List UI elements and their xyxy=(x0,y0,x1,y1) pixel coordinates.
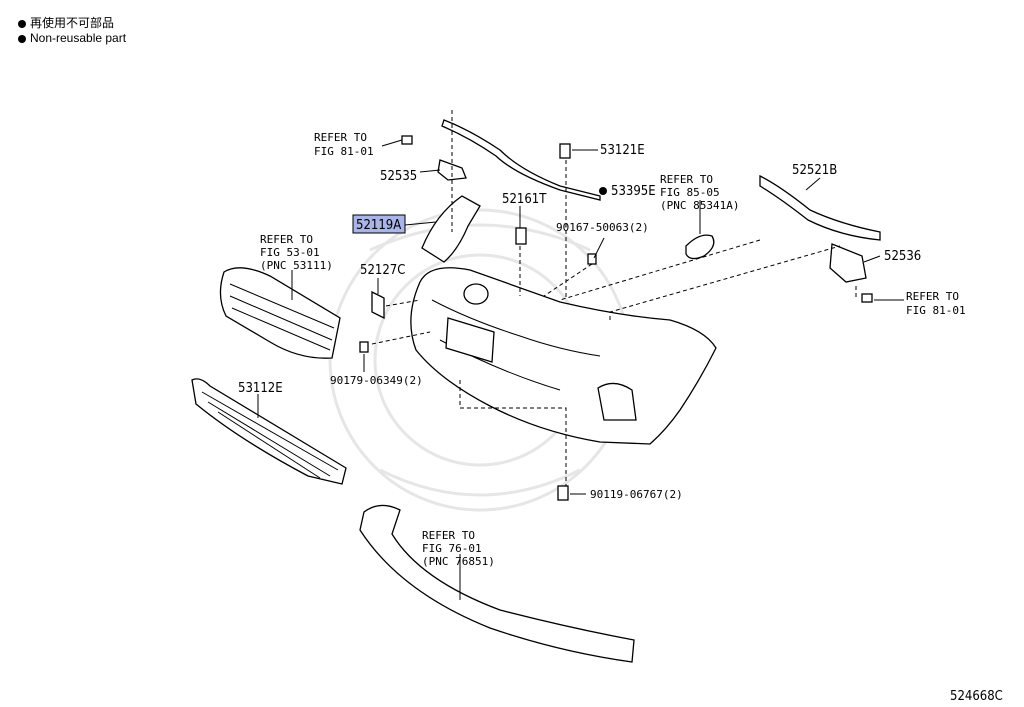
reference-line: REFER TO xyxy=(422,529,475,542)
non-reusable-marker-icon xyxy=(599,187,607,195)
part-number-52119A[interactable]: 52119A xyxy=(356,218,401,233)
fasteners xyxy=(359,135,873,501)
reference-line: FIG 81-01 xyxy=(906,304,966,317)
front-bumper-cover xyxy=(410,267,717,445)
part-number-52161T[interactable]: 52161T xyxy=(502,192,547,207)
part-number-52535[interactable]: 52535 xyxy=(380,169,417,184)
legend-row-japanese: 再使用不可部品 xyxy=(18,16,126,31)
lower-grille-mesh xyxy=(201,391,339,479)
reference-fig-76-01[interactable]: REFER TO FIG 76-01 (PNC 76851) xyxy=(422,529,495,568)
reference-line: FIG 81-01 xyxy=(314,145,374,158)
reference-fig-53-01[interactable]: REFER TO FIG 53-01 (PNC 53111) xyxy=(260,233,333,272)
fog-lamp-opening xyxy=(597,382,637,421)
reference-line: REFER TO xyxy=(314,131,367,144)
cap-52127C xyxy=(371,290,385,320)
part-number-53112E[interactable]: 53112E xyxy=(238,381,283,396)
part-number-52127C[interactable]: 52127C xyxy=(360,263,405,278)
reference-line: REFER TO xyxy=(260,233,313,246)
reference-line: FIG 76-01 xyxy=(422,542,482,555)
non-reusable-dot-icon xyxy=(18,19,26,28)
part-number-52521B[interactable]: 52521B xyxy=(792,163,837,178)
lower-spoiler xyxy=(359,504,635,663)
clip-53121E-icon xyxy=(559,143,571,159)
clip-52161T-icon xyxy=(515,227,527,245)
legend: 再使用不可部品 Non-reusable part xyxy=(18,16,126,46)
bumper-cover-upper xyxy=(421,195,481,263)
part-number-52536[interactable]: 52536 xyxy=(884,249,921,264)
license-plate-area xyxy=(445,317,495,363)
reference-fig-81-01-left[interactable]: REFER TO FIG 81-01 xyxy=(314,131,374,158)
part-number-90167-50063[interactable]: 90167-50063(2) xyxy=(556,221,649,234)
washer-nozzle-cap xyxy=(685,234,715,260)
part-number-53121E[interactable]: 53121E xyxy=(600,143,645,158)
legend-text-japanese: 再使用不可部品 xyxy=(30,16,115,30)
upper-grille-mesh xyxy=(229,283,335,351)
part-number-90179-06349[interactable]: 90179-06349(2) xyxy=(330,374,423,387)
upper-grille xyxy=(219,267,341,359)
part-number-53395E[interactable]: 53395E xyxy=(611,184,656,199)
reference-fig-85-05[interactable]: REFER TO FIG 85-05 (PNC 85341A) xyxy=(660,173,739,212)
reference-line: REFER TO xyxy=(660,173,713,186)
reference-line: FIG 53-01 xyxy=(260,246,320,259)
lower-grille xyxy=(191,378,347,485)
non-reusable-dot-icon xyxy=(18,34,26,43)
reference-fig-81-01-right[interactable]: REFER TO FIG 81-01 xyxy=(906,290,966,317)
upper-seal-strip xyxy=(441,119,601,201)
bolt-90119-icon xyxy=(557,485,569,501)
retainer-52521B xyxy=(759,174,881,241)
bolt-right-icon xyxy=(861,293,873,303)
legend-text-english: Non-reusable part xyxy=(30,31,127,45)
highlight-box-52119A xyxy=(352,214,406,234)
reference-line: (PNC 53111) xyxy=(260,259,333,272)
part-number-90119-06767[interactable]: 90119-06767(2) xyxy=(590,488,683,501)
bolt-icon xyxy=(401,135,413,145)
figure-code: 524668C xyxy=(950,689,1003,704)
reference-line: REFER TO xyxy=(906,290,959,303)
legend-row-english: Non-reusable part xyxy=(18,31,126,46)
alignment-lines xyxy=(371,110,857,486)
reference-line: (PNC 85341A) xyxy=(660,199,739,212)
screw-90179-icon xyxy=(359,341,369,353)
tow-hook-cover-hole xyxy=(463,283,489,305)
reference-line: FIG 85-05 xyxy=(660,186,720,199)
bracket-52536 xyxy=(829,243,867,283)
leader-lines xyxy=(257,139,904,600)
reference-line: (PNC 76851) xyxy=(422,555,495,568)
